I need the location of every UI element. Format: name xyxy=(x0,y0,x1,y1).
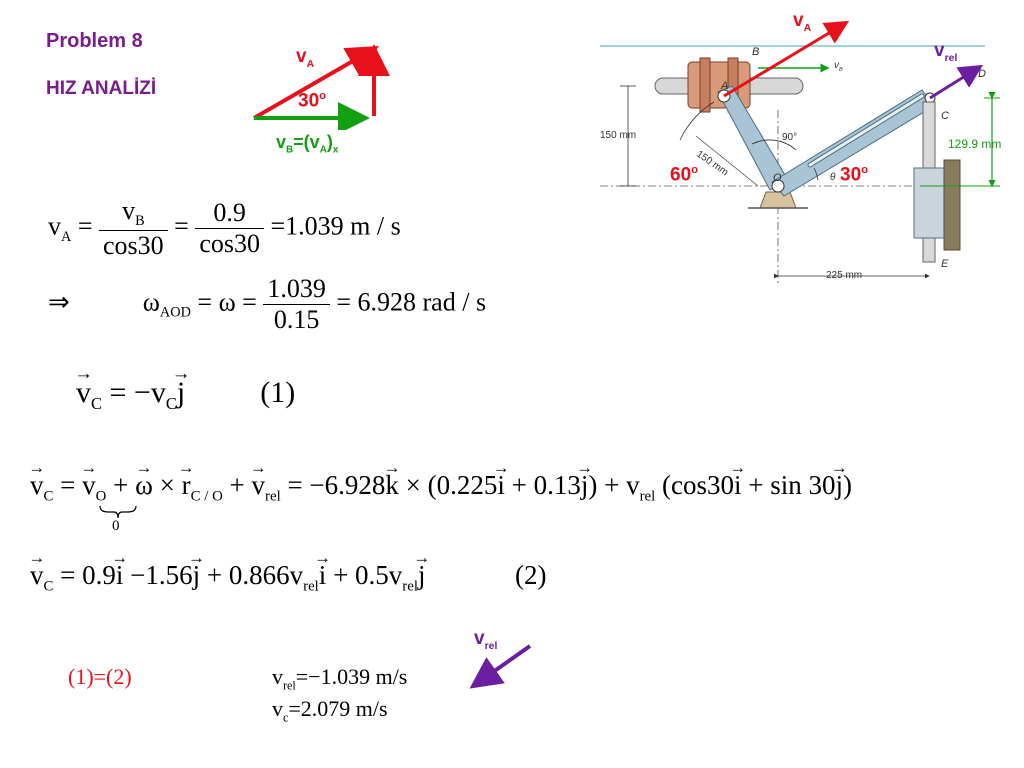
diagram-vB-small-label: vB xyxy=(834,60,843,73)
label-B: B xyxy=(752,46,760,58)
mechanism-diagram xyxy=(600,20,1000,286)
dim-129-9: 129.9 mm xyxy=(948,137,1002,151)
result-vrel: vrel=−1.039 m/s xyxy=(272,664,408,693)
label-C: C xyxy=(941,110,949,122)
underbrace-zero: 0 xyxy=(112,518,120,534)
page-title: Problem 8 xyxy=(46,30,143,52)
angle-30-label: 30o xyxy=(840,164,869,186)
equation-velocity-relation: vC = vO + ω × rC / O + vrel = −6.928k × … xyxy=(30,470,852,505)
diagram-vrel-label: vrel xyxy=(934,40,958,64)
velocity-triangle xyxy=(253,44,390,130)
page-subtitle: HIZ ANALİZİ xyxy=(46,78,157,99)
theta-label: θ xyxy=(830,172,836,183)
triangle-vB-label: vB=(vA)x xyxy=(276,132,339,156)
angle-90-label: 90° xyxy=(782,132,798,143)
triangle-angle-label: 30o xyxy=(298,90,327,112)
vA-arrow xyxy=(253,46,379,120)
equation-2: vC = 0.9i −1.56j + 0.866vreli + 0.5vrelj… xyxy=(30,560,546,595)
label-A: A xyxy=(721,80,729,92)
result-vc: vc=2.079 m/s xyxy=(272,696,388,725)
triangle-vA-label: vA xyxy=(296,46,315,70)
condition-label: (1)=(2) xyxy=(68,664,132,689)
dim-225: 225 mm xyxy=(826,270,863,281)
diagram-vA-label: vA xyxy=(793,10,812,34)
result-vrel-arrow xyxy=(469,644,532,689)
result-arrow-label: vrel xyxy=(474,628,498,652)
angle-60-label: 60o xyxy=(670,164,699,186)
label-D: D xyxy=(978,68,986,80)
label-E: E xyxy=(941,258,949,270)
equation-1: vC = −vCj (1) xyxy=(76,376,295,414)
label-O: O xyxy=(773,172,782,184)
dim-150-vertical: 150 mm xyxy=(600,130,637,141)
underbrace xyxy=(99,505,137,519)
